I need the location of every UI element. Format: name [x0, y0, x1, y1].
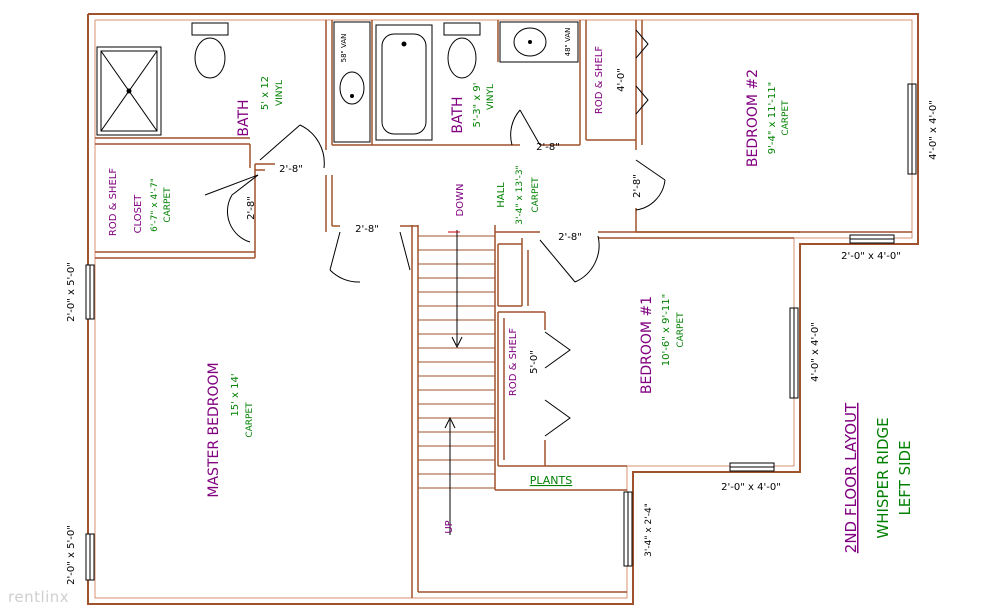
window-size-master-upper: 2'-0" x 5'-0"	[66, 262, 77, 322]
toilet-fixture	[191, 22, 229, 79]
bath2-size: 5'-3" x 9'	[472, 82, 483, 127]
bath1-size: 5' x 12	[260, 76, 271, 110]
bedroom2-floor: CARPET	[781, 100, 791, 136]
title-side: LEFT SIDE	[896, 440, 914, 515]
shower-fixture	[96, 46, 162, 136]
toilet-fixture-2	[443, 22, 481, 79]
bedroom2-size: 9'-4" x 11'-11"	[767, 82, 778, 154]
bedroom2-name: BEDROOM #2	[745, 69, 761, 167]
window-size-master-lower: 2'-0" x 5'-0"	[66, 525, 77, 585]
door-size-4: 2'-8"	[536, 142, 560, 153]
closet-b1-label: ROD & SHELF	[508, 328, 519, 396]
master-name: MASTER BEDROOM	[206, 362, 222, 497]
stair-arrows	[444, 230, 463, 535]
door-size-3: 2'-8"	[355, 224, 379, 235]
windows	[85, 83, 917, 581]
closet-b2-label: ROD & SHELF	[594, 46, 605, 114]
interior-walls	[95, 20, 912, 598]
hall-floor: CARPET	[531, 177, 541, 213]
door-size-5: 2'-8"	[632, 174, 643, 198]
vanity-2-label: 48" VAN	[564, 28, 572, 57]
title-project: WHISPER RIDGE	[874, 417, 892, 538]
closet-name: CLOSET	[133, 194, 144, 234]
bath2-floor: VINYL	[486, 84, 496, 110]
door-size-1: 2'-8"	[279, 164, 303, 175]
window-size-b1-bottom: 2'-0" x 4'-0"	[721, 482, 781, 493]
vanity-sink-2	[499, 21, 579, 63]
window-size-b2-right: 4'-0" x 4'-0"	[928, 100, 939, 160]
vanity-1-label: 58" VAN	[340, 34, 348, 63]
bedroom1-name: BEDROOM #1	[639, 296, 655, 394]
vanity-sink-1	[333, 21, 371, 143]
bath1-floor: VINYL	[275, 80, 285, 106]
door-size-6: 2'-8"	[558, 232, 582, 243]
window-size-b1-right: 4'-0" x 4'-0"	[810, 322, 821, 382]
bedroom1-size: 10'-6" x 9'-11"	[661, 294, 672, 366]
window-size-b2-bottom: 2'-0" x 4'-0"	[841, 251, 901, 262]
title-layout: 2ND FLOOR LAYOUT	[842, 402, 860, 553]
bath2-name: BATH	[450, 96, 466, 133]
door-size-2: 2'-8"	[246, 196, 257, 220]
hall-name: HALL	[496, 182, 507, 208]
bedroom1-floor: CARPET	[676, 312, 686, 348]
master-floor: CARPET	[245, 402, 255, 438]
closet-rod-label: ROD & SHELF	[108, 168, 119, 236]
plants-label: PLANTS	[530, 474, 572, 487]
watermark: rentlinx	[8, 588, 70, 606]
master-size: 15' x 14'	[230, 373, 241, 416]
stairs-down: DOWN	[455, 184, 466, 217]
door-swings	[204, 29, 666, 437]
hall-size: 3'-4" x 13'-3"	[515, 165, 525, 224]
stairs-up: UP	[444, 520, 455, 533]
closet-b1-size: 5'-0"	[529, 350, 540, 374]
closet-floor: CARPET	[163, 187, 173, 223]
bath1-name: BATH	[236, 99, 252, 136]
window-size-stair: 3'-4" x 2'-4"	[644, 503, 654, 557]
closet-size: 6'-7" x 4'-7"	[150, 178, 160, 232]
closet-b2-size: 4'-0"	[616, 68, 627, 92]
bathtub-fixture	[375, 24, 433, 141]
